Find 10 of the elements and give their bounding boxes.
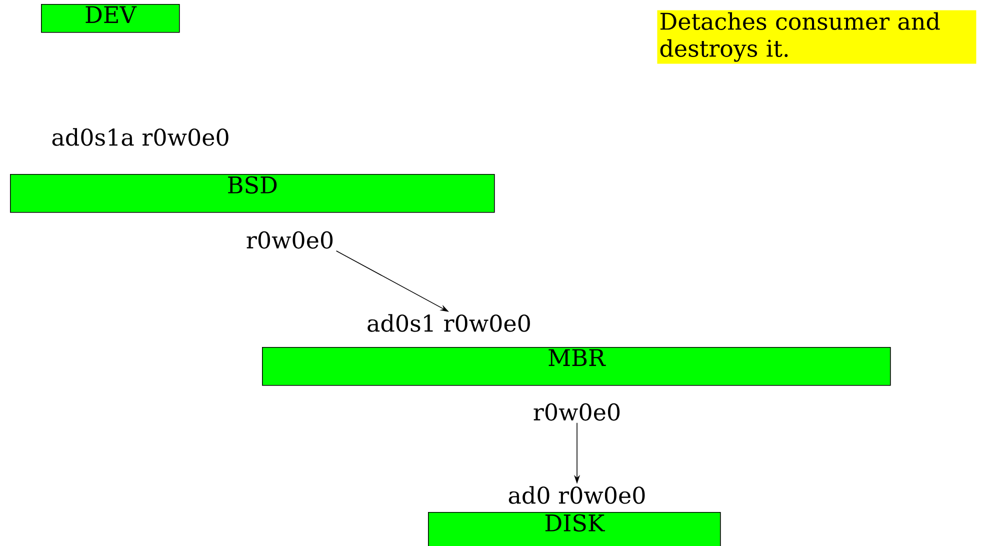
note-box: Detaches consumer and destroys it. (657, 10, 976, 64)
process-bar: BSD (10, 174, 495, 213)
process-bar: MBR (262, 347, 891, 386)
port-label: r0w0e0 (246, 231, 333, 249)
process-bar: DEV (41, 4, 180, 33)
port-label: r0w0e0 (534, 403, 620, 421)
port-label: ad0s1 r0w0e0 (368, 314, 530, 332)
process-bar: DISK (428, 512, 721, 546)
provider-label: ad0s1a r0w0e0 (52, 128, 228, 146)
port-label: ad0 r0w0e0 (508, 486, 645, 504)
